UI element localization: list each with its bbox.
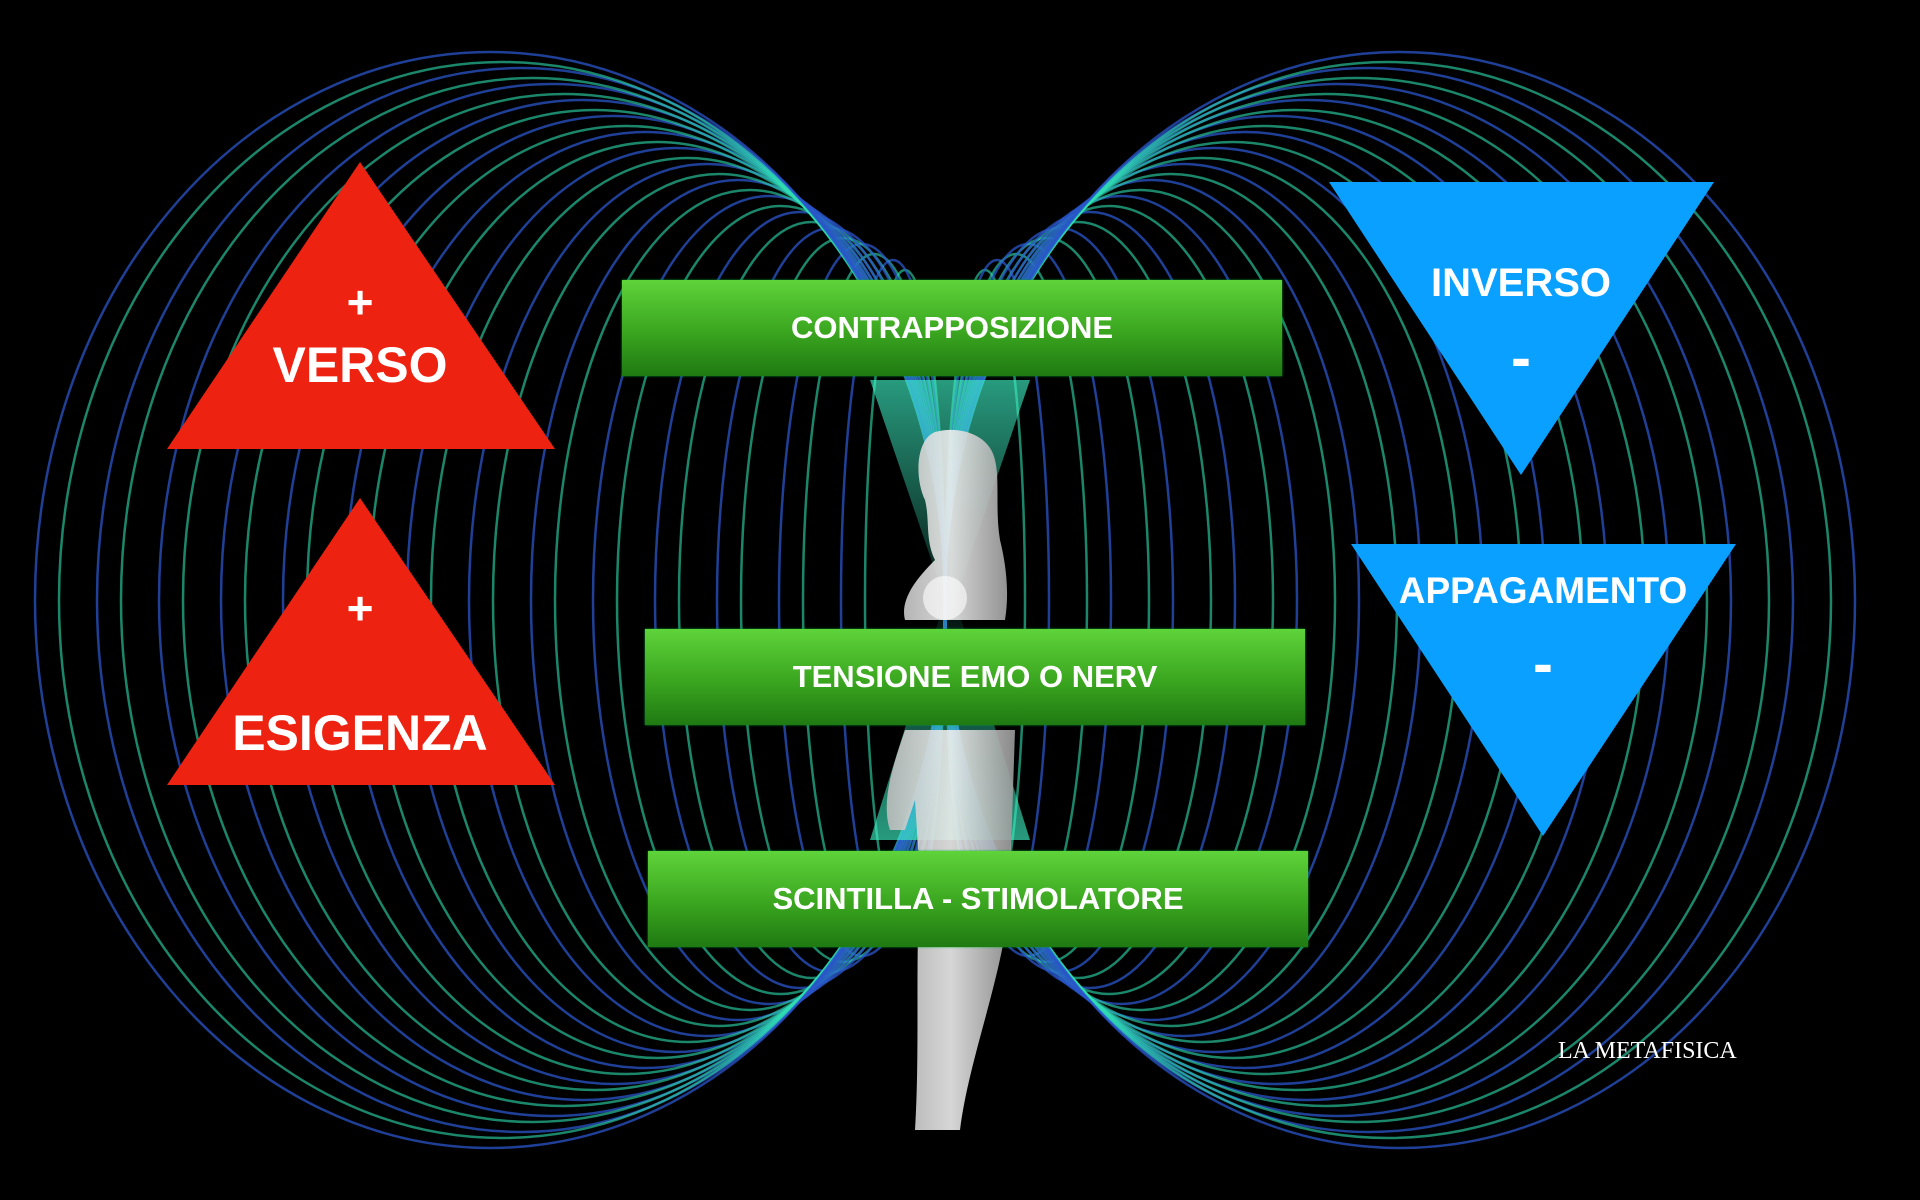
- human-silhouette: [886, 429, 1015, 1131]
- plus-sign: +: [347, 582, 374, 634]
- field-line: [57, 60, 947, 1140]
- box-contrapposizione: CONTRAPPOSIZIONE: [622, 280, 1282, 376]
- triangle-label: INVERSO: [1431, 261, 1611, 305]
- triangle-verso: + VERSO: [167, 162, 555, 449]
- triangle-label: VERSO: [272, 337, 447, 393]
- box-tensione: TENSIONE EMO O NERV: [645, 629, 1305, 725]
- triangle-inverso: INVERSO -: [1329, 182, 1714, 475]
- field-line: [157, 82, 947, 1118]
- minus-sign: -: [1533, 630, 1553, 697]
- triangle-label: ESIGENZA: [232, 705, 488, 761]
- box-scintilla: SCINTILLA - STIMOLATORE: [648, 851, 1308, 947]
- plus-sign: +: [347, 276, 374, 328]
- field-line: [95, 66, 947, 1134]
- triangle-esigenza: + ESIGENZA: [167, 498, 555, 785]
- minus-sign: -: [1511, 324, 1531, 391]
- signature: LA METAFISICA: [1558, 1038, 1737, 1064]
- triangle-appagamento: APPAGAMENTO -: [1351, 544, 1736, 836]
- triangle-label: APPAGAMENTO: [1399, 570, 1687, 611]
- heart-glow: [923, 576, 967, 620]
- field-line: [33, 50, 947, 1150]
